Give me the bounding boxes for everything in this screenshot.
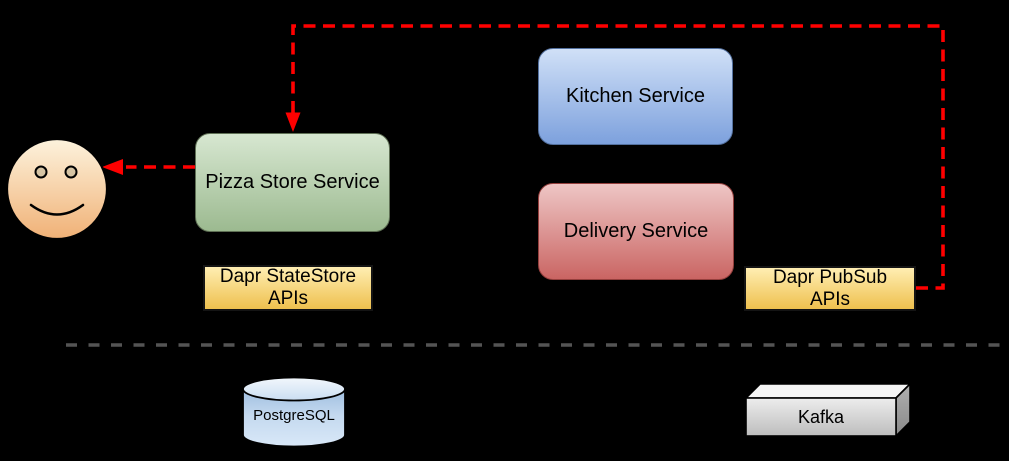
smiley-right-eye xyxy=(64,165,78,179)
smiley-mouth xyxy=(29,203,85,216)
kafka-box-top-face xyxy=(745,383,911,399)
node-dapr-statestore-apis: Dapr StateStore APIs xyxy=(203,265,373,311)
delivery-service-label: Delivery Service xyxy=(563,220,709,242)
dapr-statestore-apis-label-line1: Dapr StateStore xyxy=(219,266,357,287)
edge-pubsub-to-pizza-arrowhead-icon xyxy=(285,112,301,132)
dapr-statestore-apis-label-line2: APIs xyxy=(267,288,309,309)
user-smiley-icon xyxy=(5,137,109,241)
smiley-head xyxy=(5,137,109,241)
kafka-label: Kafka xyxy=(797,406,845,427)
kafka-box-front-face xyxy=(745,397,897,437)
smiley-left-eye xyxy=(34,165,48,179)
node-kitchen-service: Kitchen Service xyxy=(538,48,733,145)
postgresql-label: PostgreSQL xyxy=(253,406,335,424)
dapr-pubsub-apis-label-line1: Dapr PubSub xyxy=(772,266,888,288)
node-delivery-service: Delivery Service xyxy=(538,183,734,280)
edge-pizza-to-user-arrowhead-icon xyxy=(102,159,123,175)
node-dapr-pubsub-apis: Dapr PubSub APIs xyxy=(744,266,916,311)
cylinder-top xyxy=(242,376,346,402)
postgresql-cylinder-icon xyxy=(242,376,346,448)
kitchen-service-label: Kitchen Service xyxy=(566,85,705,107)
node-pizza-store-service: Pizza Store Service xyxy=(195,133,390,232)
dapr-pubsub-apis-label-line2: APIs xyxy=(809,288,851,310)
pizza-store-service-label: Pizza Store Service xyxy=(205,171,380,193)
kafka-box-icon xyxy=(745,383,911,437)
